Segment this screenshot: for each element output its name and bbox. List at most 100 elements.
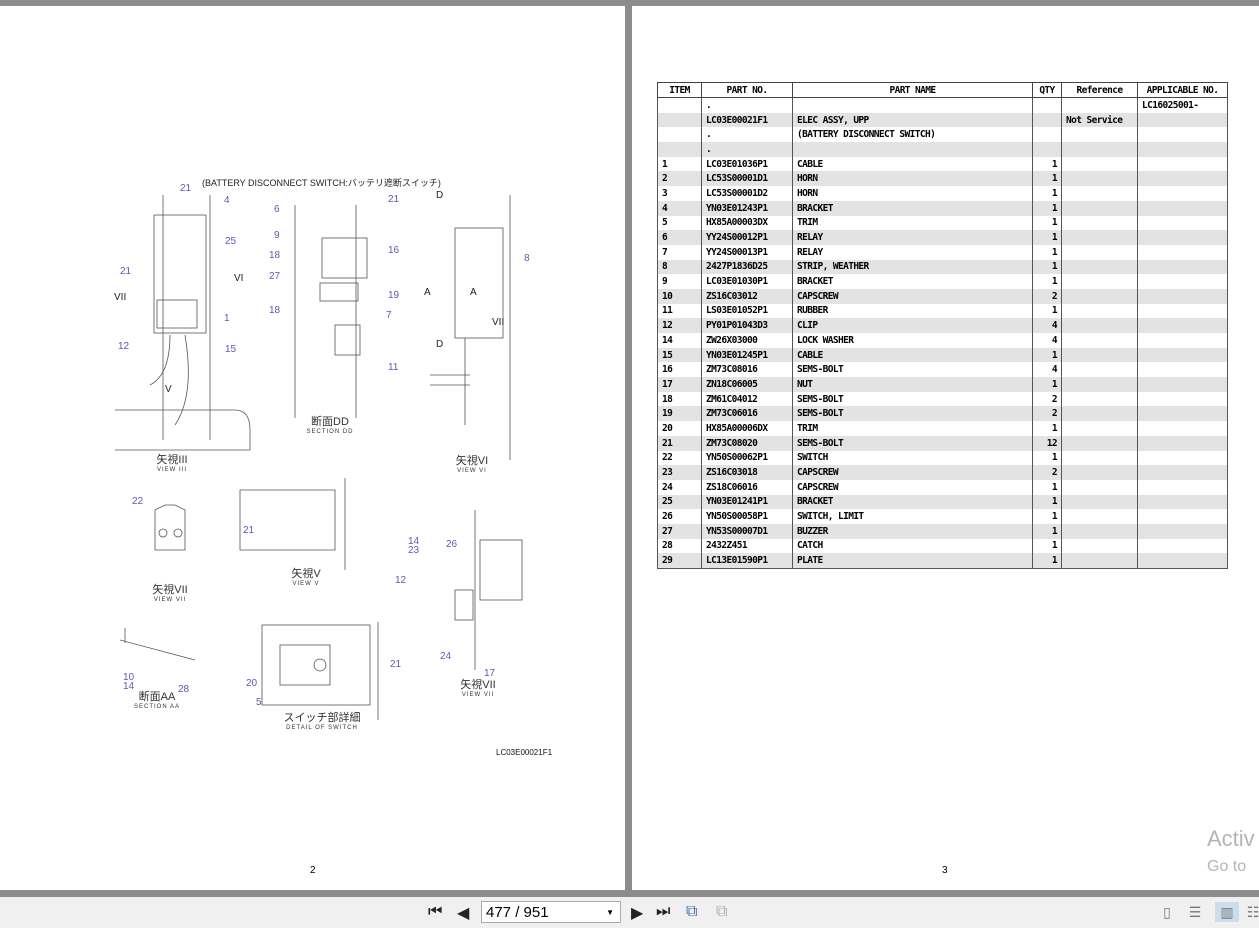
cell-item: 1 bbox=[657, 156, 702, 172]
cell-part-name: BUZZER bbox=[792, 523, 1033, 539]
cell-part-name: BRACKET bbox=[792, 494, 1033, 510]
cell-part-name: CABLE bbox=[792, 347, 1033, 363]
cell-qty: 1 bbox=[1032, 553, 1062, 570]
cell-applicable-no bbox=[1137, 215, 1228, 231]
cell-part-name: LOCK WASHER bbox=[792, 333, 1033, 348]
cell-item bbox=[657, 142, 702, 157]
cell-item: 6 bbox=[657, 230, 702, 245]
cell-applicable-no bbox=[1137, 244, 1228, 260]
navigation-toolbar: ⏮ ◀ 477 / 951▼ ▶ ⏭ ⧉ ⧉ ▯ ☰ ▥ ☷ bbox=[0, 897, 1259, 928]
cell-reference bbox=[1061, 200, 1138, 216]
callout-label: 21 bbox=[390, 659, 402, 670]
cell-qty: 1 bbox=[1032, 509, 1062, 524]
callout-label: 19 bbox=[388, 290, 400, 301]
cell-part-name: STRIP, WEATHER bbox=[792, 259, 1033, 275]
cell-applicable-no bbox=[1137, 200, 1228, 216]
cell-reference bbox=[1061, 156, 1138, 172]
cell-item: 20 bbox=[657, 421, 702, 436]
cell-item bbox=[657, 127, 702, 143]
callout-label: 6 bbox=[274, 204, 280, 215]
cell-reference bbox=[1061, 274, 1138, 289]
chevron-down-icon[interactable]: ▼ bbox=[606, 908, 614, 917]
cell-qty bbox=[1032, 112, 1062, 128]
cell-part-name: CAPSCREW bbox=[792, 479, 1033, 495]
table-row: .LC16025001- bbox=[657, 97, 1228, 113]
cell-item: 9 bbox=[657, 274, 702, 289]
cell-applicable-no bbox=[1137, 377, 1228, 392]
cell-part-name: SWITCH, LIMIT bbox=[792, 509, 1033, 524]
cell-qty: 2 bbox=[1032, 465, 1062, 480]
cell-applicable-no bbox=[1137, 230, 1228, 245]
cell-reference bbox=[1061, 318, 1138, 333]
cell-part-name: CAPSCREW bbox=[792, 465, 1033, 480]
view-caption-jp: 矢視V bbox=[291, 568, 321, 580]
cell-reference bbox=[1061, 421, 1138, 436]
view-caption-en: VIEW V bbox=[292, 581, 320, 587]
cell-part-name bbox=[792, 142, 1033, 157]
cell-reference bbox=[1061, 288, 1138, 304]
cell-part-no: ZM73C08016 bbox=[701, 362, 793, 378]
facing-icon[interactable]: ▥ bbox=[1215, 902, 1239, 922]
cell-part-no: LC13E01590P1 bbox=[701, 553, 793, 570]
cell-part-name: SEMS-BOLT bbox=[792, 406, 1033, 422]
cell-qty: 1 bbox=[1032, 523, 1062, 539]
view-caption-en: VIEW VI bbox=[457, 468, 487, 474]
callout-label: 7 bbox=[386, 310, 392, 321]
cell-part-no: ZM61C04012 bbox=[701, 391, 793, 407]
callout-label: 8 bbox=[524, 253, 530, 264]
cell-applicable-no bbox=[1137, 435, 1228, 451]
callout-label: 21 bbox=[180, 183, 192, 194]
next-page-icon[interactable]: ▶ bbox=[631, 905, 644, 922]
cell-item: 3 bbox=[657, 186, 702, 201]
cell-part-name: (BATTERY DISCONNECT SWITCH) bbox=[792, 127, 1033, 143]
last-page-icon[interactable]: ⏭ bbox=[656, 903, 671, 920]
cell-reference bbox=[1061, 509, 1138, 524]
cell-part-name: TRIM bbox=[792, 421, 1033, 436]
cell-item: 14 bbox=[657, 333, 702, 348]
cell-part-no: LC03E01030P1 bbox=[701, 274, 793, 289]
cell-reference bbox=[1061, 142, 1138, 157]
continuous-icon[interactable]: ☰ bbox=[1188, 904, 1202, 920]
cell-reference bbox=[1061, 494, 1138, 510]
cell-applicable-no bbox=[1137, 112, 1228, 128]
cell-applicable-no bbox=[1137, 333, 1228, 348]
parts-table: ITEM PART NO. PART NAME QTY Reference AP… bbox=[657, 82, 1228, 570]
cell-item: 4 bbox=[657, 200, 702, 216]
cell-item: 8 bbox=[657, 259, 702, 275]
single-page-icon[interactable]: ▯ bbox=[1163, 904, 1171, 920]
cell-part-name: NUT bbox=[792, 377, 1033, 392]
callout-label: 1 bbox=[224, 313, 230, 324]
continuous-facing-icon[interactable]: ☷ bbox=[1246, 904, 1259, 920]
next-view-icon[interactable]: ⧉ bbox=[716, 903, 728, 920]
cell-item: 10 bbox=[657, 288, 702, 304]
prev-page-icon[interactable]: ◀ bbox=[457, 905, 470, 922]
cell-qty: 1 bbox=[1032, 156, 1062, 172]
callout-label: 28 bbox=[178, 684, 190, 695]
header-applicable-no: APPLICABLE NO. bbox=[1137, 82, 1228, 98]
cell-item: 12 bbox=[657, 318, 702, 333]
cell-part-no: 2432Z451 bbox=[701, 538, 793, 554]
previous-view-icon[interactable]: ⧉ bbox=[686, 903, 698, 920]
table-row: .(BATTERY DISCONNECT SWITCH) bbox=[657, 127, 1228, 143]
cell-part-name: BRACKET bbox=[792, 200, 1033, 216]
cell-part-name: CATCH bbox=[792, 538, 1033, 554]
page-number-input[interactable]: 477 / 951▼ bbox=[481, 901, 621, 923]
cell-part-no: ZS18C06016 bbox=[701, 479, 793, 495]
cell-item: 24 bbox=[657, 479, 702, 495]
cell-part-no: ZM73C06016 bbox=[701, 406, 793, 422]
cell-item: 17 bbox=[657, 377, 702, 392]
cell-part-no: YN50S00058P1 bbox=[701, 509, 793, 524]
first-page-icon[interactable]: ⏮ bbox=[428, 903, 443, 920]
cell-part-name: HORN bbox=[792, 171, 1033, 187]
activation-watermark-sub: Go to bbox=[1207, 858, 1247, 875]
callout-label: 21 bbox=[243, 525, 255, 536]
parts-drawing bbox=[115, 195, 523, 720]
